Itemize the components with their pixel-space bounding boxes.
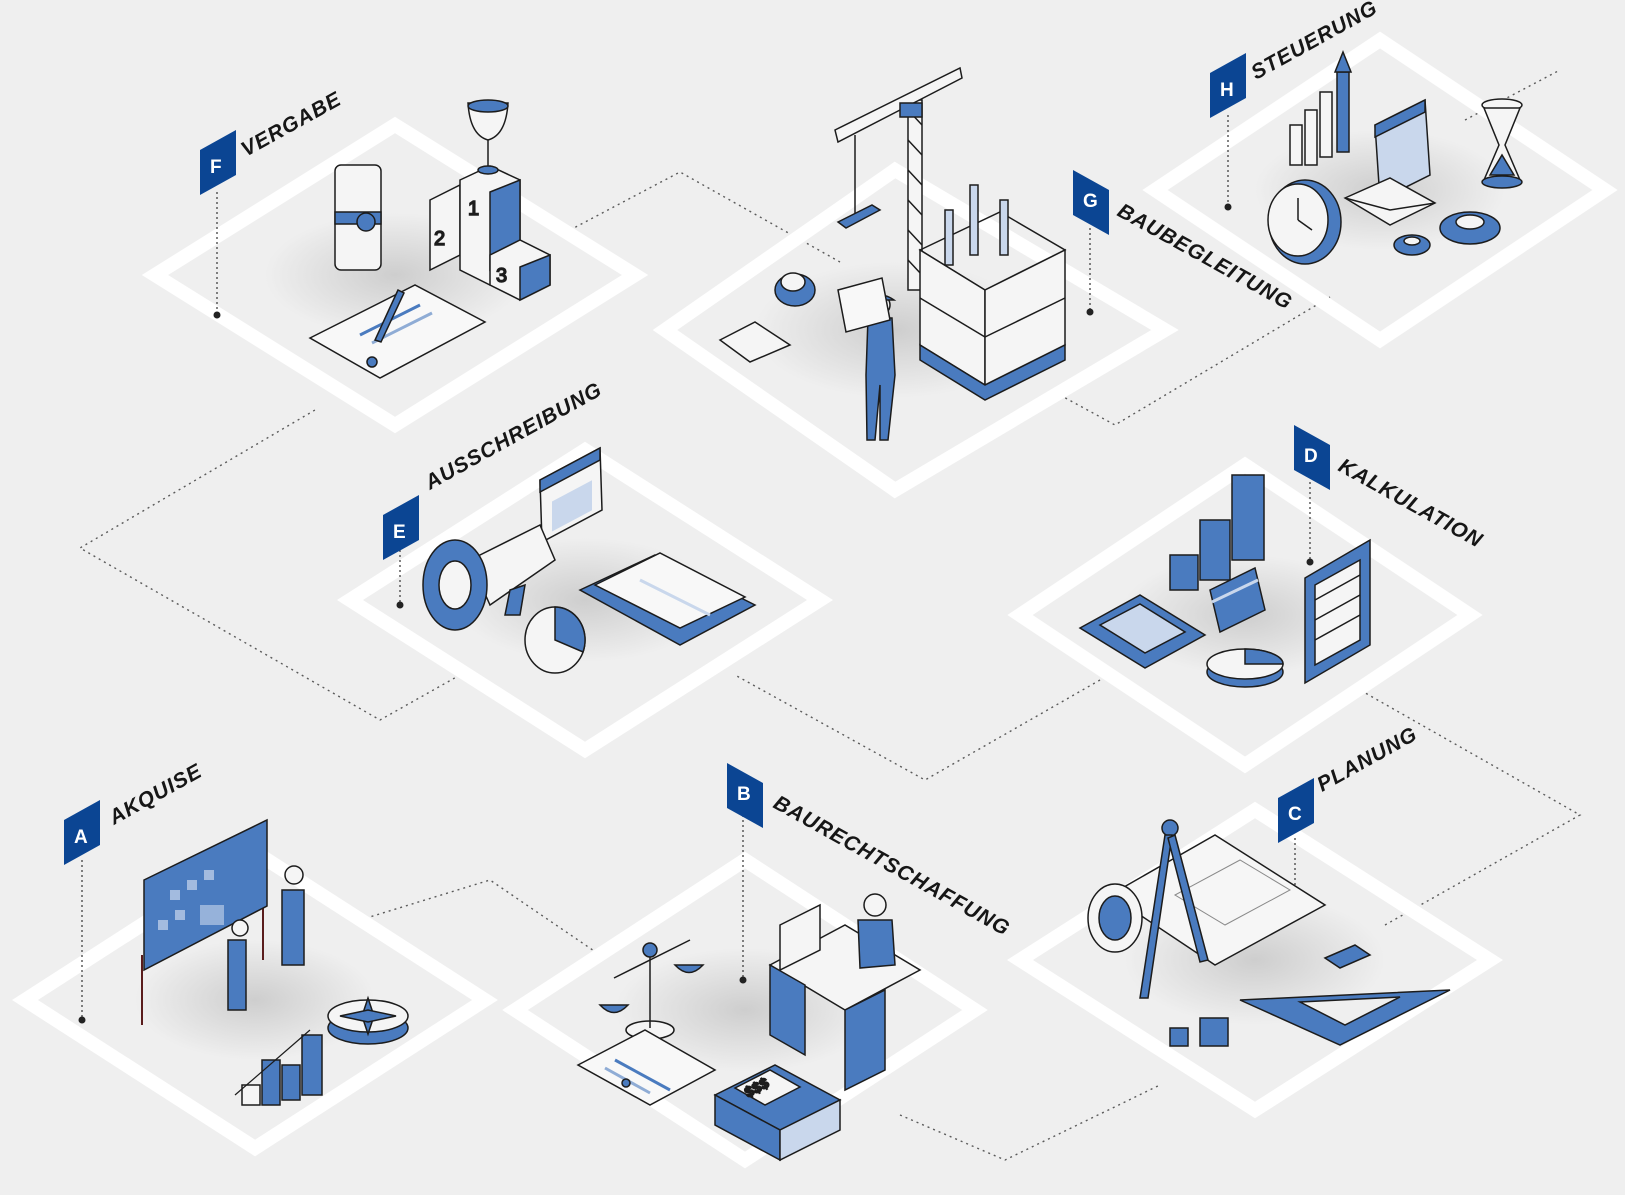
badge-b: B — [727, 763, 763, 828]
badge-f-letter: F — [210, 157, 222, 178]
contract-icon — [308, 284, 487, 379]
platform-d — [1007, 456, 1483, 774]
badge-c-letter: C — [1288, 804, 1302, 825]
cement-mixer-icon — [718, 272, 816, 363]
badge-a: A — [64, 800, 100, 865]
folder-icon — [578, 552, 757, 646]
megaphone-icon — [422, 523, 556, 631]
certificate-icon — [334, 164, 382, 271]
pie-chart-icon — [1206, 648, 1284, 688]
drafting-compass-icon — [1139, 819, 1209, 999]
people-icon — [227, 865, 305, 1011]
stage-h: H STEUERUNG — [1142, 0, 1618, 349]
document-icon — [576, 1029, 717, 1106]
stage-f: F VERGABE 2 1 3 — [141, 88, 649, 434]
stage-c: C PLANUNG — [1006, 723, 1504, 1119]
bar-chart-icon — [1169, 474, 1265, 591]
badge-f: F — [200, 130, 236, 195]
growth-arrow-icon — [1289, 49, 1353, 166]
badge-h: H — [1210, 53, 1246, 118]
podium-icon: 2 1 3 — [429, 165, 551, 302]
cubes-icon — [1169, 1017, 1229, 1047]
growth-bars-icon — [234, 1029, 323, 1106]
pie-chart-icon-e — [524, 606, 586, 674]
stage-e: E AUSSCHREIBUNG — [336, 378, 834, 759]
strategy-board-icon — [141, 818, 268, 1025]
gear-icon — [1393, 211, 1501, 256]
platform-h — [1142, 31, 1618, 349]
badge-a-letter: A — [74, 827, 88, 848]
podium-third: 3 — [496, 265, 507, 287]
worker-icon — [837, 277, 897, 441]
building-frame-icon — [918, 184, 1067, 401]
platform-f — [141, 116, 649, 434]
calendar-icon — [539, 446, 603, 544]
stage-c-label: PLANUNG — [1313, 723, 1421, 797]
crane-icon — [834, 66, 963, 291]
badge-d-letter: D — [1304, 446, 1318, 467]
badge-d: D — [1294, 425, 1330, 490]
platform-a — [12, 843, 498, 1157]
stage-f-label: VERGABE — [237, 88, 345, 162]
connector-path — [78, 69, 1582, 1161]
office-desk-icon — [768, 893, 922, 1092]
stage-b: B BAURECHTSCHAFFUNG $$$ — [502, 763, 1014, 1169]
compass-icon — [327, 995, 409, 1045]
platform-e — [336, 441, 834, 759]
badge-c: C — [1278, 778, 1314, 843]
hourglass-icon — [1481, 98, 1523, 189]
envelope-icon — [1343, 177, 1437, 226]
calendar-icon-h — [1374, 98, 1431, 202]
credit-card-icon — [1209, 566, 1266, 634]
scales-icon — [598, 939, 705, 1040]
badge-g: G — [1073, 170, 1109, 235]
trophy-icon — [467, 99, 509, 175]
podium-second: 2 — [434, 228, 445, 250]
calculator-icon — [1078, 594, 1207, 669]
podium-first: 1 — [468, 198, 479, 220]
badge-g-letter: G — [1083, 191, 1098, 212]
clock-icon — [1267, 179, 1342, 265]
stage-h-label: STEUERUNG — [1247, 0, 1381, 84]
money-box-icon: $$$ — [713, 1064, 842, 1162]
set-square-icon — [1239, 944, 1451, 1046]
badge-b-letter: B — [737, 784, 751, 805]
platform-g — [652, 161, 1179, 499]
stage-d: D KALKULATION — [1007, 425, 1487, 774]
stage-g: G BAUBEGLEITUNG — [652, 66, 1296, 499]
stage-a-label: AKQUISE — [104, 759, 206, 829]
badge-h-letter: H — [1220, 80, 1234, 101]
badge-e-letter: E — [393, 522, 406, 543]
badge-e: E — [383, 495, 419, 560]
stage-a: A AKQUISE — [12, 759, 498, 1157]
abacus-icon — [1304, 538, 1371, 685]
